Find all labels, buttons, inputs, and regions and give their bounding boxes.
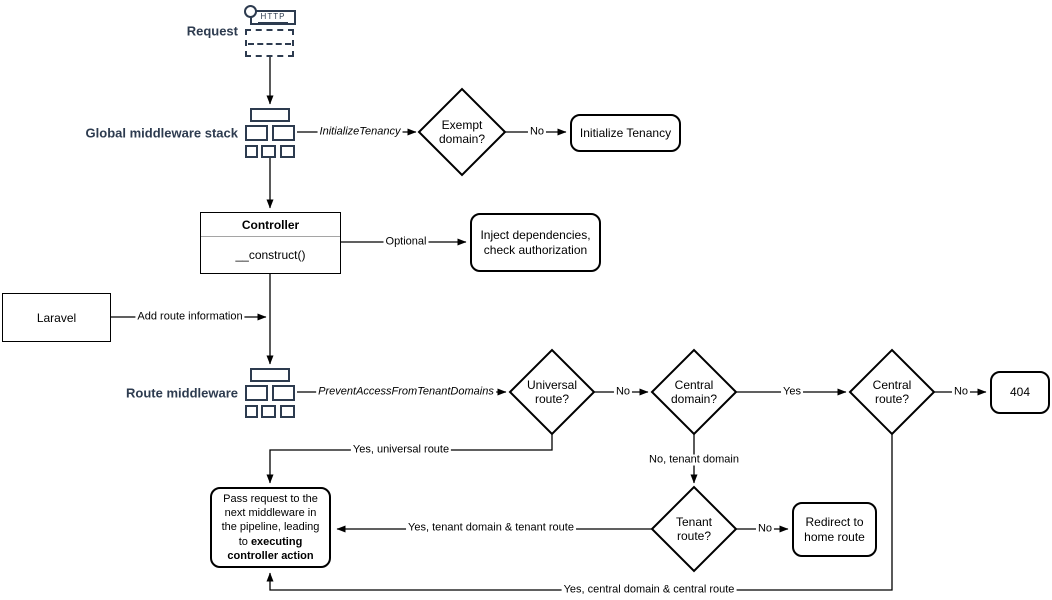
- central-domain-text: Central domain?: [670, 377, 718, 406]
- exempt-domain-diamond: [417, 87, 507, 177]
- redirect-home-node: Redirect to home route: [792, 502, 877, 557]
- not-found-404-node: 404: [990, 371, 1050, 414]
- central-route-text: Central route?: [872, 377, 912, 406]
- edge-label-no-central-route: No: [951, 385, 971, 398]
- edge-label-no-tenant-route: No: [755, 522, 775, 535]
- pass-request-bold-text: executing controller action: [227, 535, 314, 562]
- universal-route-diamond: [508, 348, 596, 436]
- http-request-icon-body: [245, 29, 294, 57]
- tenant-route-text: Tenant route?: [675, 514, 713, 543]
- edge-label-yes-central-domain-route: Yes, central domain & central route: [561, 583, 737, 596]
- universal-route-text: Universal route?: [526, 377, 577, 406]
- edge-label-no-exempt: No: [527, 125, 547, 138]
- global-middleware-stack-icon: [245, 108, 295, 158]
- exempt-domain-text: Exempt domain?: [438, 117, 486, 146]
- edge-label-no-tenant-domain: No, tenant domain: [647, 453, 741, 466]
- http-request-icon-circle: [244, 5, 257, 18]
- initialize-tenancy-node: Initialize Tenancy: [570, 114, 681, 152]
- tenant-route-diamond: [650, 485, 738, 573]
- http-request-icon: HTTP: [243, 5, 297, 57]
- pass-request-node: Pass request to the next middleware in t…: [210, 487, 331, 568]
- central-domain-diamond: [650, 348, 738, 436]
- inject-dependencies-node: Inject dependencies, check authorization: [470, 213, 601, 272]
- edge-label-yes-universal-route: Yes, universal route: [350, 443, 452, 456]
- edge-label-optional: Optional: [383, 235, 429, 248]
- route-middleware-stack-icon: [245, 368, 295, 418]
- http-label: HTTP: [257, 12, 289, 23]
- edge-label-yes-tenant-domain-route: Yes, tenant domain & tenant route: [406, 521, 576, 534]
- edge-label-add-route-information: Add route information: [135, 310, 245, 323]
- controller-node-title: Controller: [201, 213, 340, 237]
- pass-request-text: Pass request to the next middleware in t…: [221, 493, 320, 548]
- route-middleware-label: Route middleware: [126, 385, 238, 401]
- request-label: Request: [186, 23, 238, 39]
- central-route-diamond: [848, 348, 936, 436]
- controller-node-method: __construct(): [235, 248, 306, 262]
- edge-label-initialize-tenancy: InitializeTenancy: [317, 125, 403, 138]
- edge-label-yes-central-domain: Yes: [781, 385, 803, 398]
- global-middleware-stack-label: Global middleware stack: [85, 125, 238, 141]
- laravel-node: Laravel: [2, 293, 111, 342]
- edge-label-no-universal: No: [613, 385, 633, 398]
- edge-label-prevent-access: PreventAccessFromTenantDomains: [316, 385, 496, 398]
- controller-node: Controller __construct(): [200, 212, 341, 274]
